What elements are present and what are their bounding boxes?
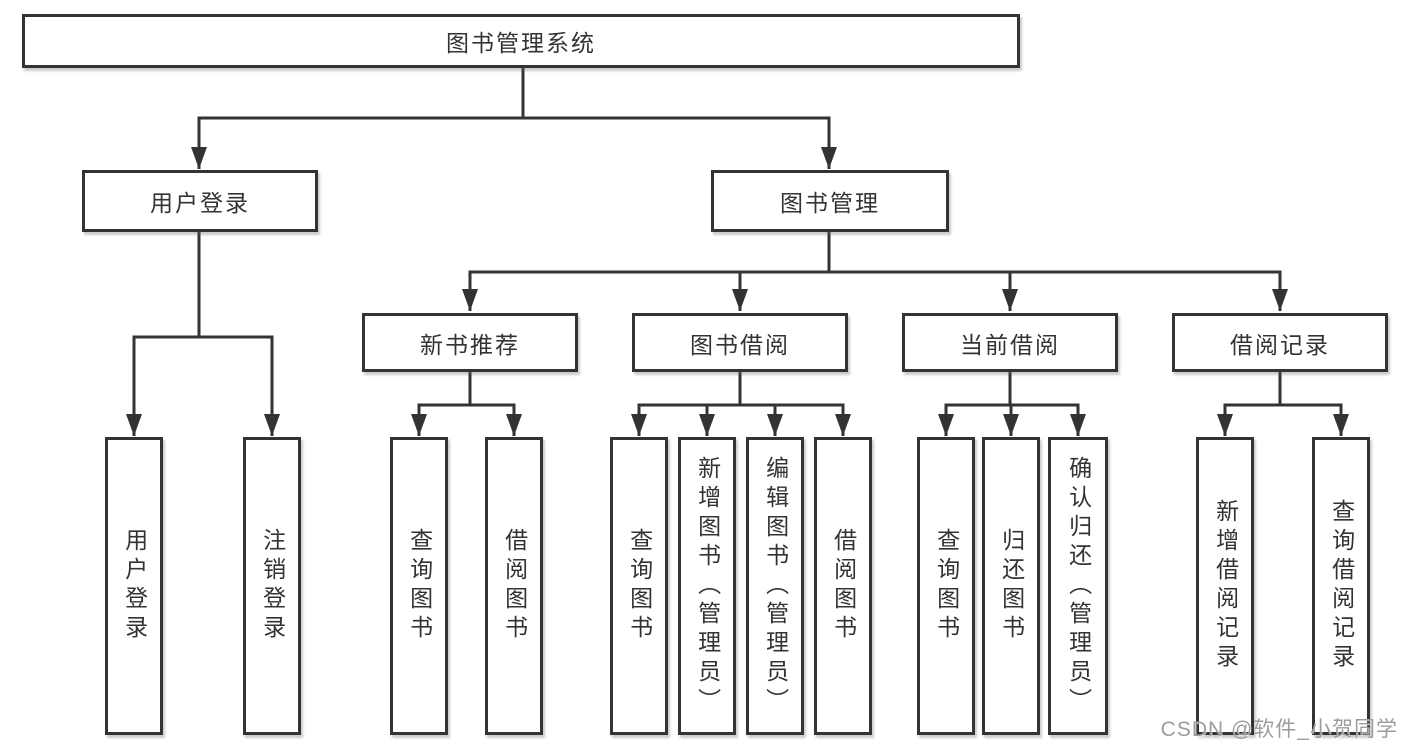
leaf-borrowing-add-books-admin: 新增图书（管理员） [678,437,736,735]
leaf-borrowing-borrow-books: 借阅图书 [814,437,872,735]
leaf-user-login-label: 用户登录 [121,528,148,644]
leaf-borrowing-search-books-label: 查询图书 [626,528,653,644]
leaf-current-return-books-label: 归还图书 [998,528,1025,644]
leaf-current-search-books: 查询图书 [917,437,975,735]
leaf-logout-label: 注销登录 [259,528,286,644]
leaf-borrowing-edit-books-admin-label: 编辑图书（管理员） [762,455,789,717]
leaf-newbook-borrow-books: 借阅图书 [485,437,543,735]
leaf-borrowing-borrow-books-label: 借阅图书 [830,528,857,644]
leaf-current-confirm-return-admin: 确认归还（管理员） [1048,437,1108,735]
leaf-current-search-books-label: 查询图书 [933,528,960,644]
node-book-management: 图书管理 [711,170,949,232]
leaf-current-return-books: 归还图书 [982,437,1040,735]
leaf-newbook-search-books-label: 查询图书 [406,528,433,644]
leaf-records-add-record-label: 新增借阅记录 [1212,499,1239,673]
node-book-borrowing: 图书借阅 [632,313,848,372]
node-root: 图书管理系统 [22,14,1020,68]
leaf-current-confirm-return-admin-label: 确认归还（管理员） [1065,455,1092,717]
node-borrowing-records: 借阅记录 [1172,313,1388,372]
node-user-login: 用户登录 [82,170,318,232]
leaf-borrowing-search-books: 查询图书 [610,437,668,735]
leaf-records-add-record: 新增借阅记录 [1196,437,1254,735]
leaf-borrowing-edit-books-admin: 编辑图书（管理员） [746,437,804,735]
leaf-records-search-record-label: 查询借阅记录 [1328,499,1355,673]
node-new-book-recommend: 新书推荐 [362,313,578,372]
leaf-borrowing-add-books-admin-label: 新增图书（管理员） [694,455,721,717]
leaf-user-login: 用户登录 [105,437,163,735]
leaf-logout: 注销登录 [243,437,301,735]
leaf-records-search-record: 查询借阅记录 [1312,437,1370,735]
watermark: CSDN @软件_小贺同学 [1160,718,1398,741]
leaf-newbook-search-books: 查询图书 [390,437,448,735]
leaf-newbook-borrow-books-label: 借阅图书 [501,528,528,644]
node-current-borrowing: 当前借阅 [902,313,1118,372]
